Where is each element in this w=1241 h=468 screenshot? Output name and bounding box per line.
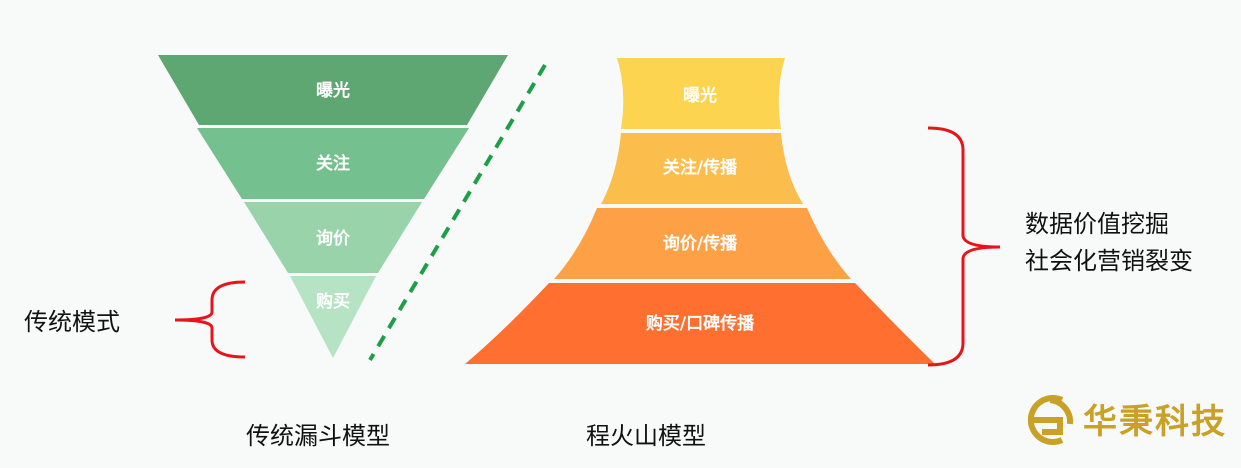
traditional-mode-label: 传统模式 xyxy=(24,308,120,336)
volcano-layer-exposure xyxy=(617,58,785,129)
volcano-benefit-line-2: 社会化营销裂变 xyxy=(1025,247,1193,275)
funnel-label: 购买 xyxy=(316,291,350,312)
funnel-caption: 传统漏斗模型 xyxy=(246,422,390,450)
volcano-caption: 程火山模型 xyxy=(586,422,706,450)
volcano-model: 曝光 关注/传播 询价/传播 购买/口碑传播 xyxy=(465,58,935,364)
right-brace xyxy=(927,126,1001,367)
volcano-label: 关注/传播 xyxy=(663,157,738,178)
volcano-label: 曝光 xyxy=(683,85,717,106)
dashed-divider xyxy=(368,63,547,362)
volcano-benefit-line-1: 数据价值挖掘 xyxy=(1025,210,1169,238)
volcano-layer-purchase xyxy=(465,283,935,364)
funnel-layer-exposure xyxy=(158,55,508,125)
volcano-label: 购买/口碑传播 xyxy=(646,313,755,334)
funnel-label: 曝光 xyxy=(316,80,350,101)
volcano-label: 询价/传播 xyxy=(663,233,738,254)
left-brace xyxy=(174,280,246,359)
traditional-funnel: 曝光 关注 询价 购买 xyxy=(158,55,508,358)
funnel-layer-attention xyxy=(197,128,469,199)
funnel-label: 询价 xyxy=(316,228,351,249)
volcano-layer-attention xyxy=(601,133,803,204)
funnel-layer-inquiry xyxy=(244,202,422,273)
volcano-layer-inquiry xyxy=(554,208,851,279)
funnel-layer-purchase xyxy=(290,276,376,358)
logo-text: 华秉科技 xyxy=(1083,402,1227,442)
funnel-label: 关注 xyxy=(316,153,350,174)
logo-icon xyxy=(1027,395,1074,445)
